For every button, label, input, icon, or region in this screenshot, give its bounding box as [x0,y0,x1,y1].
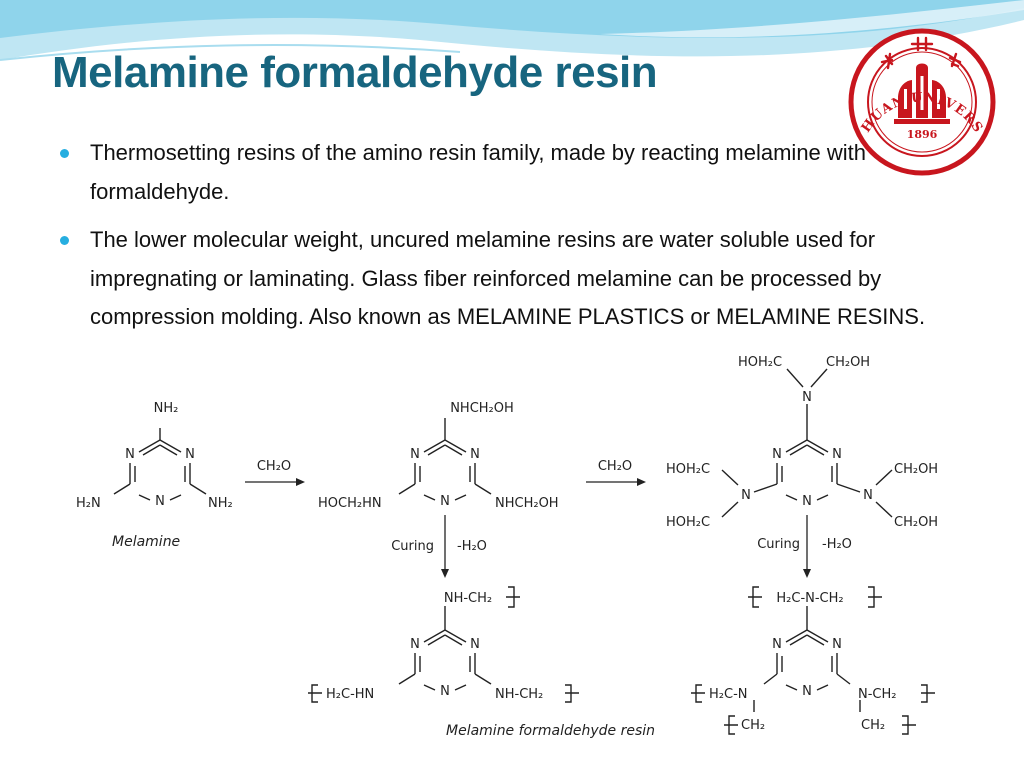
methylol-left-group: HOCH₂HN [318,496,382,511]
reagent-label: CH₂O [598,459,632,474]
bullet-item: Thermosetting resins of the amino resin … [58,134,958,211]
hexamethylol-right-up-group: CH₂OH [894,462,938,477]
reaction-arrow [245,478,305,486]
hexamethylol-left-down-group: HOH₂C [666,515,710,530]
bullet-list: Thermosetting resins of the amino resin … [58,134,958,347]
melamine-ring-n: N [185,447,195,462]
curing-arrow [803,515,811,578]
resin1-ring-n: N [440,684,450,699]
resin2-bottom-left-group: CH₂ [741,718,765,733]
reagent-label: CH₂O [257,459,291,474]
curing-label: Curing [757,537,800,552]
resin1-left-group: H₂C-HN [326,687,374,702]
hexamethylol-right-down-group: CH₂OH [894,515,938,530]
resin1-ring-n: N [410,637,420,652]
bullet-item: The lower molecular weight, uncured mela… [58,221,958,337]
bullet-marker [60,236,69,245]
header-wave-decoration [0,0,1024,61]
resin2-top-group: H₂C-N-CH₂ [776,591,843,606]
melamine-right-group: NH₂ [208,496,233,511]
bullet-text: Thermosetting resins of the amino resin … [90,140,867,204]
logo-seal-glyphs [880,36,962,70]
melamine-name-label: Melamine [112,534,180,550]
methylol-top-group: NHCH₂OH [450,401,514,416]
methylol-ring-n: N [410,447,420,462]
resin-structure-1 [308,586,579,703]
melamine-top-group: NH₂ [154,401,179,416]
resin2-left-group: H₂C-N [709,687,747,702]
hexamethylol-ring-n: N [832,447,842,462]
university-logo: 1896 SICHUAN UNIVERSITY [846,26,996,176]
hexamethylol-amine-n: N [802,390,812,405]
methylol-right-group: NHCH₂OH [495,496,559,511]
bullet-marker [60,149,69,158]
resin-structure-2 [691,586,935,735]
hexamethylol-ring-n: N [772,447,782,462]
hexamethylol-top-right-group: CH₂OH [826,355,870,370]
hexamethylol-left-up-group: HOH₂C [666,462,710,477]
slide-title: Melamine formaldehyde resin [52,48,658,97]
resin1-ring-n: N [470,637,480,652]
resin2-right-group: N-CH₂ [858,687,896,702]
hexamethylol-amine-n: N [863,488,873,503]
hexamethylol-amine-n: N [741,488,751,503]
logo-year: 1896 [907,128,938,141]
resin2-ring-n: N [832,637,842,652]
melamine-left-group: H₂N [76,496,101,511]
reaction-arrow [586,478,646,486]
water-loss-label: -H₂O [457,539,487,554]
logo-emblem [894,63,950,124]
hexamethylol-ring-n: N [802,494,812,509]
melamine-structure [113,428,207,501]
methylol-ring-n: N [470,447,480,462]
hexamethylol-top-left-group: HOH₂C [738,355,782,370]
bullet-text: The lower molecular weight, uncured mela… [90,227,926,329]
resin2-ring-n: N [772,637,782,652]
water-loss-label: -H₂O [822,537,852,552]
resin1-top-group: NH-CH₂ [444,591,492,606]
reaction-scheme: N N N NH₂ H₂N NH₂ Melamine CH₂O N N N NH… [62,340,957,745]
resin2-ring-n: N [802,684,812,699]
methylol-melamine-structure [398,418,492,501]
curing-label: Curing [391,539,434,554]
resin2-bottom-right-group: CH₂ [861,718,885,733]
melamine-ring-n: N [155,494,165,509]
resin1-right-group: NH-CH₂ [495,687,543,702]
hexamethylol-melamine-structure [721,368,893,518]
curing-arrow [441,515,449,578]
methylol-ring-n: N [440,494,450,509]
melamine-ring-n: N [125,447,135,462]
product-name-label: Melamine formaldehyde resin [446,723,655,739]
reaction-scheme-figure: N N N NH₂ H₂N NH₂ Melamine CH₂O N N N NH… [62,340,957,745]
